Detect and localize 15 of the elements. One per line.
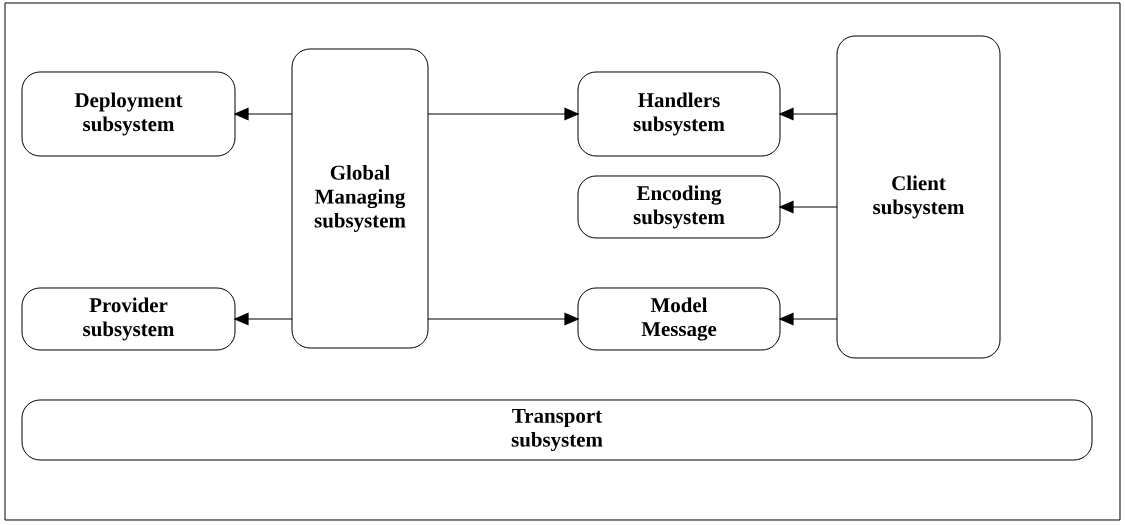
- subsystem-box: Transport subsystem: [21, 399, 1093, 461]
- arrow: [427, 312, 579, 326]
- subsystem-box: Handlers subsystem: [577, 71, 781, 157]
- subsystem-box: Client subsystem: [836, 35, 1001, 359]
- arrow: [427, 107, 579, 121]
- arrow: [779, 200, 838, 214]
- subsystem-box: Encoding subsystem: [577, 175, 781, 239]
- subsystem-box: Deployment subsystem: [21, 71, 236, 157]
- arrow: [779, 107, 838, 121]
- subsystem-box: Provider subsystem: [21, 287, 236, 351]
- arrow: [234, 107, 293, 121]
- subsystem-box: Global Managing subsystem: [291, 48, 429, 349]
- arrow: [234, 312, 293, 326]
- arrow: [779, 312, 838, 326]
- subsystem-box: Model Message: [577, 287, 781, 351]
